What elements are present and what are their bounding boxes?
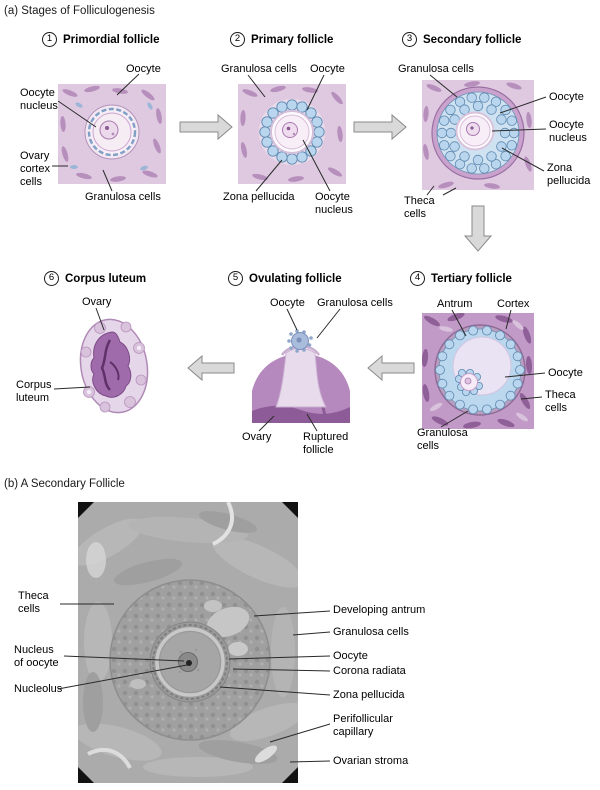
section-b-heading: (b) A Secondary Follicle bbox=[4, 478, 125, 490]
arrow-stage3-to-stage4 bbox=[463, 205, 493, 252]
section-a-heading: (a) Stages of Folliculogenesis bbox=[4, 5, 155, 17]
arrow-stage2-to-stage3 bbox=[353, 113, 407, 141]
stage-3-label-zona-pellucida: Zona pellucida bbox=[547, 162, 591, 187]
stage-6-title: Corpus luteum bbox=[65, 272, 147, 285]
stage-2-header: 2 Primary follicle bbox=[230, 32, 333, 47]
stage-3-label-theca-cells: Theca cells bbox=[404, 195, 435, 220]
stage-2-label-granulosa-cells: Granulosa cells bbox=[221, 63, 297, 75]
stage-3-title: Secondary follicle bbox=[423, 33, 522, 46]
stage-1-title: Primordial follicle bbox=[63, 33, 160, 46]
stage-4-label-antrum: Antrum bbox=[437, 298, 473, 310]
micrograph-label-nucleus-of-oocyte: Nucleus of oocyte bbox=[14, 644, 59, 669]
stage-2-number: 2 bbox=[230, 32, 245, 47]
stage-1-label-ovary-cortex-cells: Ovary cortex cells bbox=[20, 150, 50, 188]
stage-6-label-ovary: Ovary bbox=[82, 296, 112, 308]
stage-4-label-cortex: Cortex bbox=[497, 298, 530, 310]
arrow-stage4-to-stage5 bbox=[367, 354, 415, 382]
stage-3-number: 3 bbox=[402, 32, 417, 47]
stage-6-label-corpus-luteum: Corpus luteum bbox=[16, 379, 52, 404]
stage-1-header: 1 Primordial follicle bbox=[42, 32, 160, 47]
stage-2-label-oocyte: Oocyte bbox=[310, 63, 345, 75]
micrograph-label-zona-pellucida: Zona pellucida bbox=[333, 689, 405, 701]
arrow-stage5-to-stage6 bbox=[187, 354, 235, 382]
stage-5-label-oocyte: Oocyte bbox=[270, 297, 305, 309]
stage-5-label-granulosa-cells: Granulosa cells bbox=[317, 297, 393, 309]
stage-3-header: 3 Secondary follicle bbox=[402, 32, 521, 47]
stage-5-number: 5 bbox=[228, 271, 243, 286]
stage-3-label-oocyte: Oocyte bbox=[549, 91, 584, 103]
stage-2-label-zona-pellucida: Zona pellucida bbox=[223, 191, 295, 203]
stage-4-header: 4 Tertiary follicle bbox=[410, 271, 512, 286]
primordial-follicle-illustration bbox=[58, 84, 166, 184]
micrograph-label-nucleolus: Nucleolus bbox=[14, 683, 63, 695]
micrograph-label-developing-antrum: Developing antrum bbox=[333, 604, 426, 616]
stage-4-title: Tertiary follicle bbox=[431, 272, 512, 285]
micrograph-label-ovarian-stroma: Ovarian stroma bbox=[333, 755, 409, 767]
stage-1-label-granulosa-cells: Granulosa cells bbox=[85, 191, 161, 203]
stage-6-header: 6 Corpus luteum bbox=[44, 271, 146, 286]
primary-follicle-illustration bbox=[238, 84, 346, 184]
corpus-luteum-illustration bbox=[60, 310, 168, 422]
stage-4-label-granulosa-cells: Granulosa cells bbox=[417, 427, 468, 452]
micrograph-label-oocyte: Oocyte bbox=[333, 650, 368, 662]
micrograph-label-granulosa-cells: Granulosa cells bbox=[333, 626, 409, 638]
stage-5-label-ovary: Ovary bbox=[242, 431, 272, 443]
stage-6-number: 6 bbox=[44, 271, 59, 286]
micrograph-label-corona-radiata: Corona radiata bbox=[333, 665, 406, 677]
ovulating-follicle-illustration bbox=[246, 311, 356, 423]
stage-5-label-ruptured-follicle: Ruptured follicle bbox=[303, 431, 349, 456]
stage-2-label-oocyte-nucleus: Oocyte nucleus bbox=[315, 191, 353, 216]
stage-1-number: 1 bbox=[42, 32, 57, 47]
micrograph-label-theca-cells: Theca cells bbox=[18, 590, 49, 615]
stage-3-label-granulosa-cells: Granulosa cells bbox=[398, 63, 474, 75]
stage-5-title: Ovulating follicle bbox=[249, 272, 342, 285]
stage-1-label-oocyte-nucleus: Oocyte nucleus bbox=[20, 87, 58, 112]
stage-3-label-oocyte-nucleus: Oocyte nucleus bbox=[549, 119, 587, 144]
stage-4-number: 4 bbox=[410, 271, 425, 286]
stage-2-title: Primary follicle bbox=[251, 33, 334, 46]
arrow-stage1-to-stage2 bbox=[179, 113, 233, 141]
micrograph-label-perifollicular-capillary: Perifollicular capillary bbox=[333, 713, 393, 738]
stage-4-label-oocyte: Oocyte bbox=[548, 367, 583, 379]
tertiary-follicle-illustration bbox=[422, 313, 534, 429]
secondary-follicle-illustration bbox=[422, 80, 534, 190]
stage-1-label-oocyte: Oocyte bbox=[126, 63, 161, 75]
stage-5-header: 5 Ovulating follicle bbox=[228, 271, 342, 286]
secondary-follicle-micrograph bbox=[78, 502, 298, 783]
stage-4-label-theca-cells: Theca cells bbox=[545, 389, 576, 414]
